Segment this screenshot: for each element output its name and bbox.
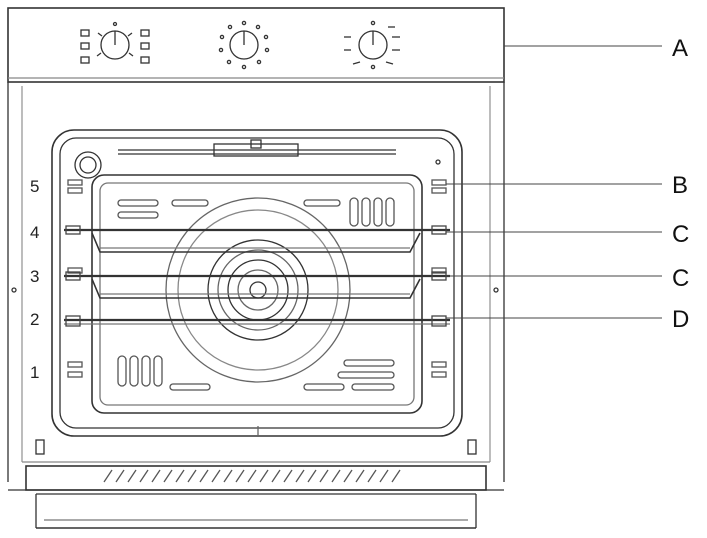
function-knob: [80, 21, 150, 64]
callout-c-lower: C: [672, 265, 689, 292]
shelf-runners: [67, 179, 447, 378]
shelf-level-2: 2: [30, 310, 39, 329]
shelf-level-numbers: 5 4 3 2 1: [30, 177, 39, 382]
shelf-level-1: 1: [30, 363, 39, 382]
control-panel: [7, 7, 505, 83]
shelf-level-3: 3: [30, 267, 39, 286]
callout-c-upper: C: [672, 221, 689, 248]
callout-d: D: [672, 306, 689, 333]
callout-b: B: [672, 172, 688, 199]
callout-labels: A B C C D: [672, 35, 689, 333]
leader-lines: [446, 45, 662, 319]
oven-door: [8, 426, 504, 529]
back-vents: [117, 197, 395, 391]
convection-fan: [165, 197, 351, 383]
door-handle-grip: [103, 469, 401, 483]
oven-body: [7, 82, 505, 482]
baking-tray-upper: [64, 225, 450, 253]
wire-rack: [64, 315, 450, 327]
temperature-knob: [344, 20, 400, 70]
shelf-level-5: 5: [30, 177, 39, 196]
baking-tray-lower: [64, 271, 450, 299]
timer-knob: [218, 20, 270, 70]
callout-a: A: [672, 35, 688, 62]
oven-lamp: [74, 151, 102, 179]
shelf-level-4: 4: [30, 223, 39, 242]
